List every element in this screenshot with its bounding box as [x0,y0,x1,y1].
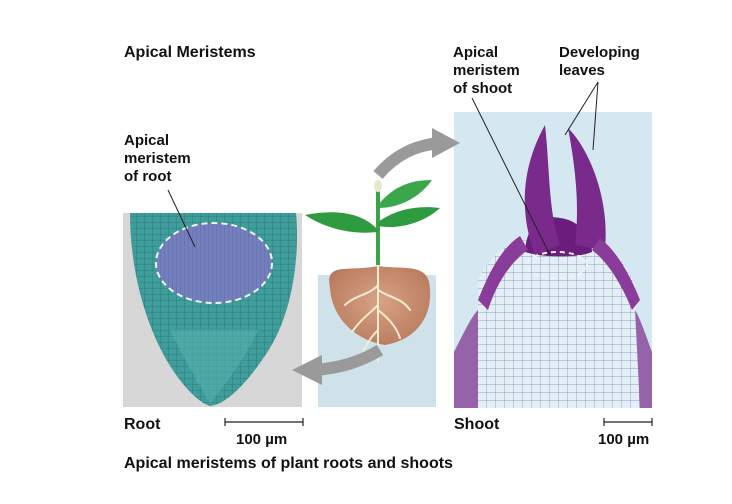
arrow-to-root [292,344,384,385]
figure-caption: Apical meristems of plant roots and shoo… [124,455,453,472]
root-scale-bar [224,418,304,426]
root-label: Root [124,416,161,433]
root-system [344,264,411,363]
shoot-micrograph [454,81,652,408]
root-micrograph [123,189,302,407]
shoot-label: Shoot [454,416,500,433]
panel-title: Apical Meristems [124,44,256,61]
shoot-meristem-label: Apical meristem of shoot [453,44,520,97]
developing-leaves-label: Developing leaves [559,44,640,79]
arrow-to-shoot [373,128,460,179]
shoot-scale-label: 100 µm [598,431,650,448]
root-meristem-label: Apical meristem of root [124,132,191,185]
shoot-scale-bar [603,418,653,426]
seedling-illustration [305,180,440,407]
root-scale-label: 100 µm [236,431,288,448]
